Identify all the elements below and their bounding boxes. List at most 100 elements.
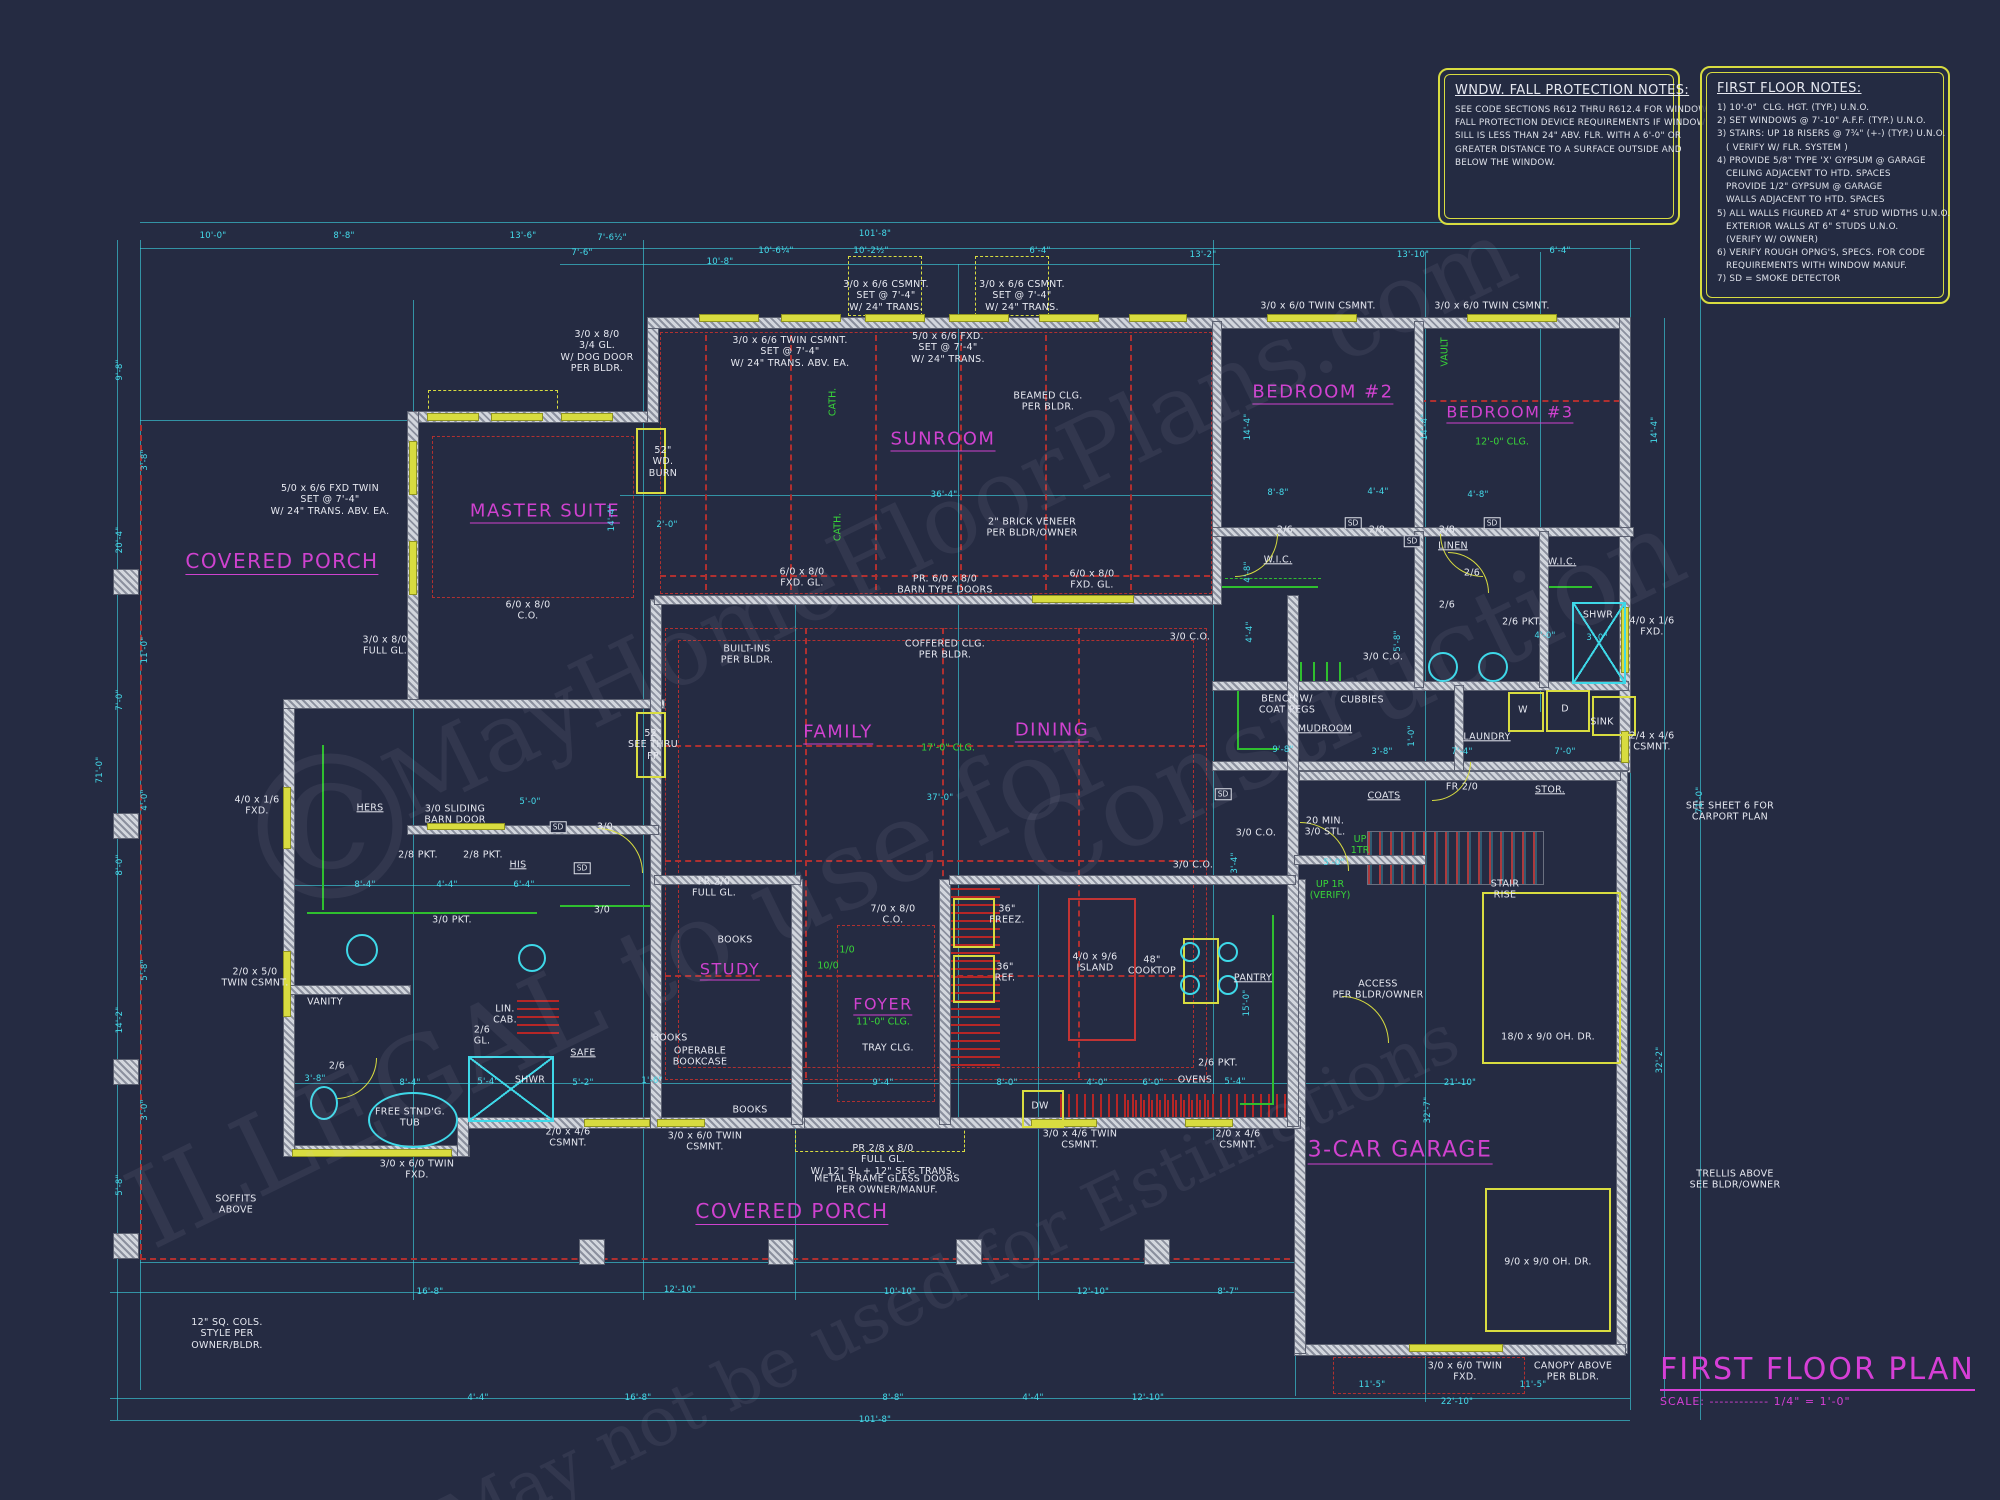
annotation-label: 2/8 PKT.	[398, 849, 438, 861]
window-unit	[1622, 732, 1628, 762]
window-projection-outline	[975, 256, 1049, 316]
dimension-text: 22'-10"	[1440, 1397, 1474, 1407]
dimension-line	[110, 1292, 1305, 1293]
closet-rod-line	[1237, 685, 1239, 750]
closet-rod-line	[1225, 578, 1321, 579]
dimension-text: 16'-8"	[416, 1287, 444, 1297]
annotation-label: 12" SQ. COLS. STYLE PER OWNER/BLDR.	[191, 1316, 263, 1351]
note-line: PROVIDE 1/2" GYPSUM @ GARAGE	[1717, 182, 1883, 193]
annotation-label: TRELLIS ABOVE SEE BLDR/OWNER	[1689, 1168, 1781, 1191]
closet-rod-line	[1313, 662, 1315, 686]
dimension-text: 1'-0"	[1407, 725, 1417, 747]
dimension-text: 11'-5"	[1358, 1380, 1386, 1390]
closet-rod-line	[560, 905, 655, 907]
dimension-text: 4'-8"	[1467, 490, 1489, 500]
dimension-text: 101'-8"	[858, 229, 892, 239]
closet-rod-line	[1272, 915, 1274, 1105]
window-unit	[410, 442, 416, 494]
ceiling-note-label: UP 1TR	[1350, 834, 1370, 856]
annotation-label: TRAY CLG.	[862, 1042, 914, 1054]
dimension-text: 7'-0"	[115, 689, 125, 711]
annotation-label: 7/0 x 8/0 C.O.	[870, 903, 916, 926]
window-unit	[782, 315, 840, 321]
annotation-label: 3/0 C.O.	[1235, 827, 1277, 839]
room-label: STUDY	[699, 959, 761, 981]
millwork-appliance-box	[1183, 938, 1219, 1004]
notes-title: FIRST FLOOR NOTES:	[1717, 81, 1862, 96]
window-unit	[585, 1120, 649, 1126]
ceiling-note-label: CATH.	[832, 512, 844, 542]
room-label: BEDROOM #2	[1252, 381, 1394, 405]
note-line: 6) VERIFY ROUGH OPNG'S, SPECS. FOR CODE	[1717, 248, 1926, 259]
note-line: FALL PROTECTION DEVICE REQUIREMENTS IF W…	[1455, 118, 1706, 129]
note-line: EXTERIOR WALLS AT 6" STUDS U.N.O.	[1717, 221, 1899, 232]
annotation-label: PR. 6/0 x 8/0 BARN TYPE DOORS	[897, 573, 993, 596]
annotation-label: 2/6 GL.	[473, 1024, 491, 1047]
annotation-label: ACCESS PER BLDR/OWNER	[1332, 978, 1424, 1001]
note-line: (VERIFY W/ OWNER)	[1717, 234, 1819, 245]
annotation-label: SEE SHEET 6 FOR CARPORT PLAN	[1685, 800, 1775, 823]
porch-column	[113, 1059, 139, 1085]
room-label: BEDROOM #3	[1446, 402, 1574, 424]
millwork-appliance-box	[1485, 1188, 1611, 1332]
dimension-text: 5'-8"	[1393, 630, 1403, 652]
dimension-line	[290, 1083, 1470, 1084]
dimension-text: 5'-2"	[572, 1078, 594, 1088]
ceiling-beam-line	[665, 975, 1205, 977]
dimension-text: 21'-10"	[1443, 1078, 1477, 1088]
annotation-label: D	[1561, 703, 1569, 715]
annotation-label: 3/0 x 6/0 TWIN CSMNT.	[667, 1130, 743, 1153]
annotation-label: LAUNDRY	[1463, 731, 1511, 743]
wall-segment	[1619, 317, 1631, 773]
smoke-detector-marker: SD	[1403, 535, 1421, 547]
dimension-line	[110, 1398, 1630, 1399]
dimension-text: 6'-4"	[1549, 246, 1571, 256]
millwork-appliance-box	[953, 955, 995, 1003]
dimension-line	[140, 420, 412, 421]
annotation-label: BEAMED CLG. PER BLDR.	[1013, 390, 1083, 413]
dimension-line	[620, 495, 1220, 496]
annotation-label: 3/0 x 8/0 3/4 GL. W/ DOG DOOR PER BLDR.	[560, 329, 634, 375]
notes-body: SEE CODE SECTIONS R612 THRU R612.4 FOR W…	[1455, 104, 1707, 170]
note-line: 4) PROVIDE 5/8" TYPE 'X' GYPSUM @ GARAGE	[1717, 155, 1926, 166]
dimension-text: 4'-4"	[1367, 487, 1389, 497]
porch-column	[113, 569, 139, 595]
ceiling-note-label: 1/0	[839, 944, 855, 956]
millwork-appliance-box	[1482, 892, 1621, 1064]
window-unit	[293, 1150, 451, 1156]
dimension-text: 14'-4"	[1420, 413, 1430, 441]
ceiling-note-label: UP 1R (VERIFY)	[1309, 879, 1351, 901]
dimension-text: 12'-10"	[1076, 1287, 1110, 1297]
smoke-detector-marker: SD	[1483, 517, 1501, 529]
millwork-appliance-box	[1592, 696, 1636, 736]
annotation-label: COFFERED CLG. PER BLDR.	[904, 638, 986, 661]
smoke-detector-marker: SD	[1214, 788, 1232, 800]
porch-column	[768, 1239, 794, 1265]
room-label: FAMILY	[803, 721, 873, 745]
annotation-label: FR 2/0	[1445, 781, 1479, 793]
dimension-text: 4'-4"	[467, 1393, 489, 1403]
dimension-text: 8'-7"	[1217, 1287, 1239, 1297]
dimension-text: 11'-0"	[140, 636, 150, 664]
dimension-text: 36'-4"	[930, 490, 958, 500]
dimension-line	[958, 264, 959, 1124]
notes-body: 1) 10'-0" CLG. HGT. (TYP.) U.N.O.2) SET …	[1717, 102, 1950, 287]
smoke-detector-marker: SD	[573, 862, 591, 874]
dimension-text: 6'-4"	[513, 880, 535, 890]
annotation-label: 2/6	[328, 1060, 346, 1072]
dimension-text: 7'-0"	[1554, 747, 1576, 757]
annotation-label: VANITY	[307, 996, 343, 1008]
annotation-label: 2/0 x 4/6 CSMNT.	[545, 1126, 591, 1149]
annotation-label: 3/0	[596, 821, 614, 833]
dimension-text: 10'-0"	[199, 231, 227, 241]
dimension-line	[1425, 252, 1426, 1402]
dimension-text: 7'-4"	[1451, 747, 1473, 757]
note-line: 7) SD = SMOKE DETECTOR	[1717, 274, 1841, 285]
casework-hatch	[517, 1000, 559, 1034]
dimension-text: 101'-8"	[858, 1415, 892, 1425]
dimension-text: 5'-0"	[519, 797, 541, 807]
annotation-label: 6/0 x 8/0 C.O.	[505, 599, 551, 622]
porch-column	[113, 813, 139, 839]
dimension-line	[140, 222, 1640, 223]
